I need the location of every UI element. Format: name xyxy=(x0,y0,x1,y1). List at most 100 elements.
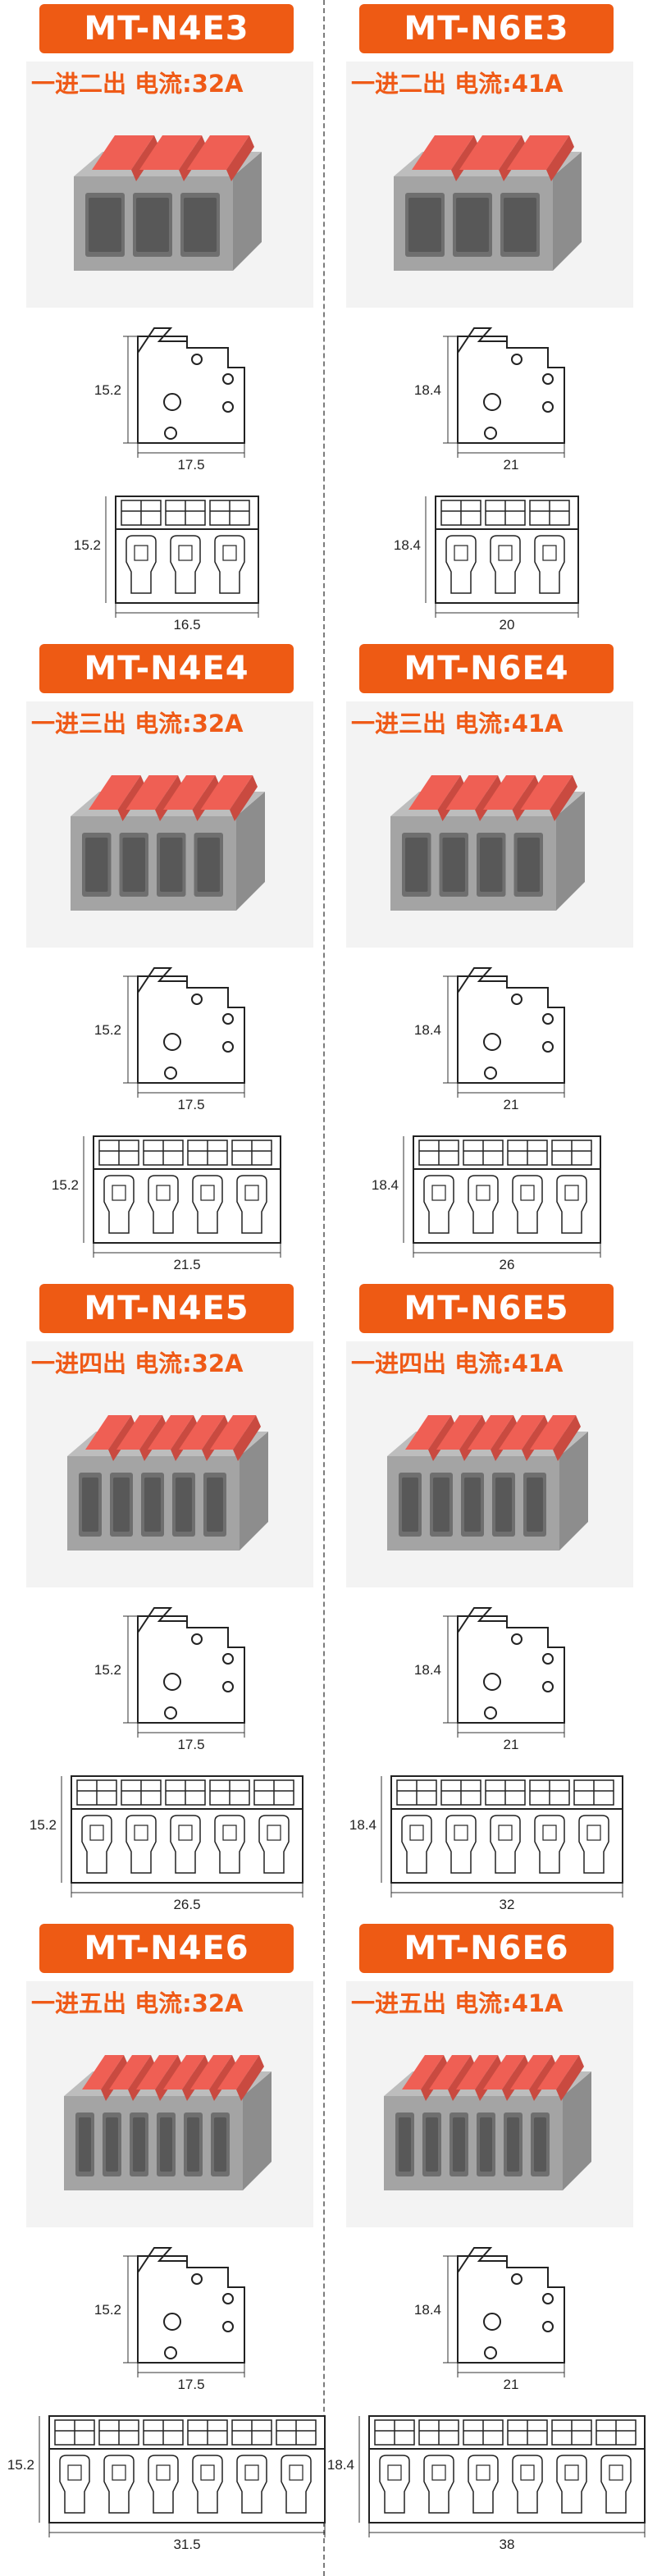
side-height-label: 18.4 xyxy=(414,1662,441,1678)
front-width-label: 31.5 xyxy=(173,2537,200,2552)
product-photo: 一进三出 电流:32A xyxy=(26,701,313,948)
side-view-svg: 18.4 21 xyxy=(414,1607,565,1752)
front-view-drawing: 15.2 31.5 xyxy=(7,2404,326,2564)
side-view-svg: 15.2 17.5 xyxy=(94,1607,245,1752)
side-view-drawing: 15.2 17.5 xyxy=(72,960,285,1120)
product-photo: 一进四出 电流:32A xyxy=(26,1341,313,1587)
front-view-drawing: 18.4 20 xyxy=(351,484,630,644)
spec-label: 一进四出 电流:32A xyxy=(31,1350,244,1377)
front-height-label: 18.4 xyxy=(394,537,421,553)
product-card: MT-N6E4 一进三出 电流:41A 18.4 21 18.4 26 xyxy=(343,644,638,1276)
product-photo: 一进三出 电流:41A xyxy=(346,701,633,948)
front-view-drawing: 18.4 32 xyxy=(349,1764,630,1924)
front-view-drawing: 18.4 38 xyxy=(327,2404,646,2564)
front-view-svg: 18.4 38 xyxy=(327,2415,646,2552)
side-width-label: 21 xyxy=(504,1737,519,1752)
model-badge: MT-N6E5 xyxy=(359,1284,614,1333)
connector-product-image xyxy=(74,135,262,271)
product-card: MT-N6E5 一进四出 电流:41A 18.4 21 18.4 32 xyxy=(343,1284,638,1916)
connector-product-image xyxy=(384,2055,591,2190)
front-view-svg: 15.2 21.5 xyxy=(52,1135,281,1272)
connector-product-image xyxy=(390,775,585,911)
product-photo: 一进五出 电流:41A xyxy=(346,1981,633,2227)
side-view-drawing: 15.2 17.5 xyxy=(72,320,285,480)
side-view-drawing: 18.4 21 xyxy=(392,320,605,480)
product-card: MT-N4E4 一进三出 电流:32A 15.2 17.5 15.2 21.5 xyxy=(23,644,318,1276)
connector-product-image xyxy=(394,135,582,271)
front-width-label: 16.5 xyxy=(173,617,200,633)
side-height-label: 18.4 xyxy=(414,1022,441,1038)
front-width-label: 38 xyxy=(500,2537,515,2552)
front-view-drawing: 15.2 16.5 xyxy=(31,484,310,644)
side-view-drawing: 18.4 21 xyxy=(392,1600,605,1760)
side-view-drawing: 15.2 17.5 xyxy=(72,1600,285,1760)
front-view-svg: 15.2 16.5 xyxy=(74,496,259,633)
side-width-label: 17.5 xyxy=(177,457,204,473)
product-photo: 一进五出 电流:32A xyxy=(26,1981,313,2227)
side-height-label: 18.4 xyxy=(414,2302,441,2318)
side-width-label: 17.5 xyxy=(177,1737,204,1752)
front-view-svg: 15.2 31.5 xyxy=(7,2415,326,2552)
model-badge: MT-N4E5 xyxy=(39,1284,294,1333)
model-badge: MT-N6E4 xyxy=(359,644,614,693)
model-badge: MT-N6E3 xyxy=(359,4,614,53)
spec-label: 一进二出 电流:41A xyxy=(351,70,564,98)
side-height-label: 15.2 xyxy=(94,1662,121,1678)
product-card: MT-N4E3 一进二出 电流:32A 15.2 17.5 15.2 16.5 xyxy=(23,4,318,636)
front-height-label: 18.4 xyxy=(349,1817,376,1833)
side-height-label: 18.4 xyxy=(414,382,441,398)
connector-product-image xyxy=(67,1415,268,1551)
side-width-label: 21 xyxy=(504,1097,519,1112)
front-height-label: 15.2 xyxy=(74,537,101,553)
side-view-drawing: 18.4 21 xyxy=(392,960,605,1120)
front-view-svg: 15.2 26.5 xyxy=(30,1775,303,1912)
front-view-drawing: 18.4 26 xyxy=(351,1124,630,1284)
front-height-label: 15.2 xyxy=(7,2457,34,2473)
model-badge: MT-N4E6 xyxy=(39,1924,294,1973)
front-height-label: 15.2 xyxy=(52,1177,79,1193)
connector-product-image xyxy=(71,775,265,911)
front-view-svg: 18.4 32 xyxy=(349,1775,623,1912)
front-width-label: 21.5 xyxy=(173,1257,200,1272)
model-badge: MT-N4E3 xyxy=(39,4,294,53)
product-photo: 一进四出 电流:41A xyxy=(346,1341,633,1587)
connector-product-image xyxy=(387,1415,588,1551)
product-card: MT-N4E6 一进五出 电流:32A 15.2 17.5 15.2 31.5 xyxy=(7,1924,326,2555)
side-view-svg: 15.2 17.5 xyxy=(94,2247,245,2392)
front-height-label: 15.2 xyxy=(30,1817,57,1833)
side-width-label: 17.5 xyxy=(177,1097,204,1112)
spec-label: 一进四出 电流:41A xyxy=(351,1350,564,1377)
side-width-label: 21 xyxy=(504,457,519,473)
side-height-label: 15.2 xyxy=(94,382,121,398)
side-view-drawing: 15.2 17.5 xyxy=(72,2240,285,2400)
front-width-label: 32 xyxy=(500,1897,515,1912)
side-view-svg: 18.421 xyxy=(414,2247,565,2392)
side-view-svg: 15.2 17.5 xyxy=(94,967,245,1112)
front-view-drawing: 15.2 26.5 xyxy=(30,1764,310,1924)
front-width-label: 20 xyxy=(500,617,515,633)
model-badge: MT-N6E6 xyxy=(359,1924,614,1973)
side-height-label: 15.2 xyxy=(94,2302,121,2318)
spec-label: 一进三出 电流:41A xyxy=(351,710,564,738)
product-card: MT-N4E5 一进四出 电流:32A 15.2 17.5 15.2 26.5 xyxy=(23,1284,318,1916)
product-card: MT-N6E3 一进二出 电流:41A 18.4 21 18.4 20 xyxy=(343,4,638,636)
front-height-label: 18.4 xyxy=(327,2457,354,2473)
model-badge: MT-N4E4 xyxy=(39,644,294,693)
front-width-label: 26 xyxy=(500,1257,515,1272)
column-divider xyxy=(323,0,325,2576)
product-photo: 一进二出 电流:32A xyxy=(26,62,313,308)
side-view-svg: 18.4 21 xyxy=(414,967,565,1112)
front-view-svg: 18.4 26 xyxy=(372,1135,601,1272)
side-height-label: 15.2 xyxy=(94,1022,121,1038)
connector-product-image xyxy=(64,2055,272,2190)
spec-label: 一进五出 电流:32A xyxy=(31,1989,244,2017)
side-view-svg: 18.4 21 xyxy=(414,327,565,473)
spec-label: 一进五出 电流:41A xyxy=(351,1989,564,2017)
front-view-svg: 18.4 20 xyxy=(394,496,579,633)
front-width-label: 26.5 xyxy=(173,1897,200,1912)
front-height-label: 18.4 xyxy=(372,1177,399,1193)
side-width-label: 17.5 xyxy=(177,2377,204,2392)
